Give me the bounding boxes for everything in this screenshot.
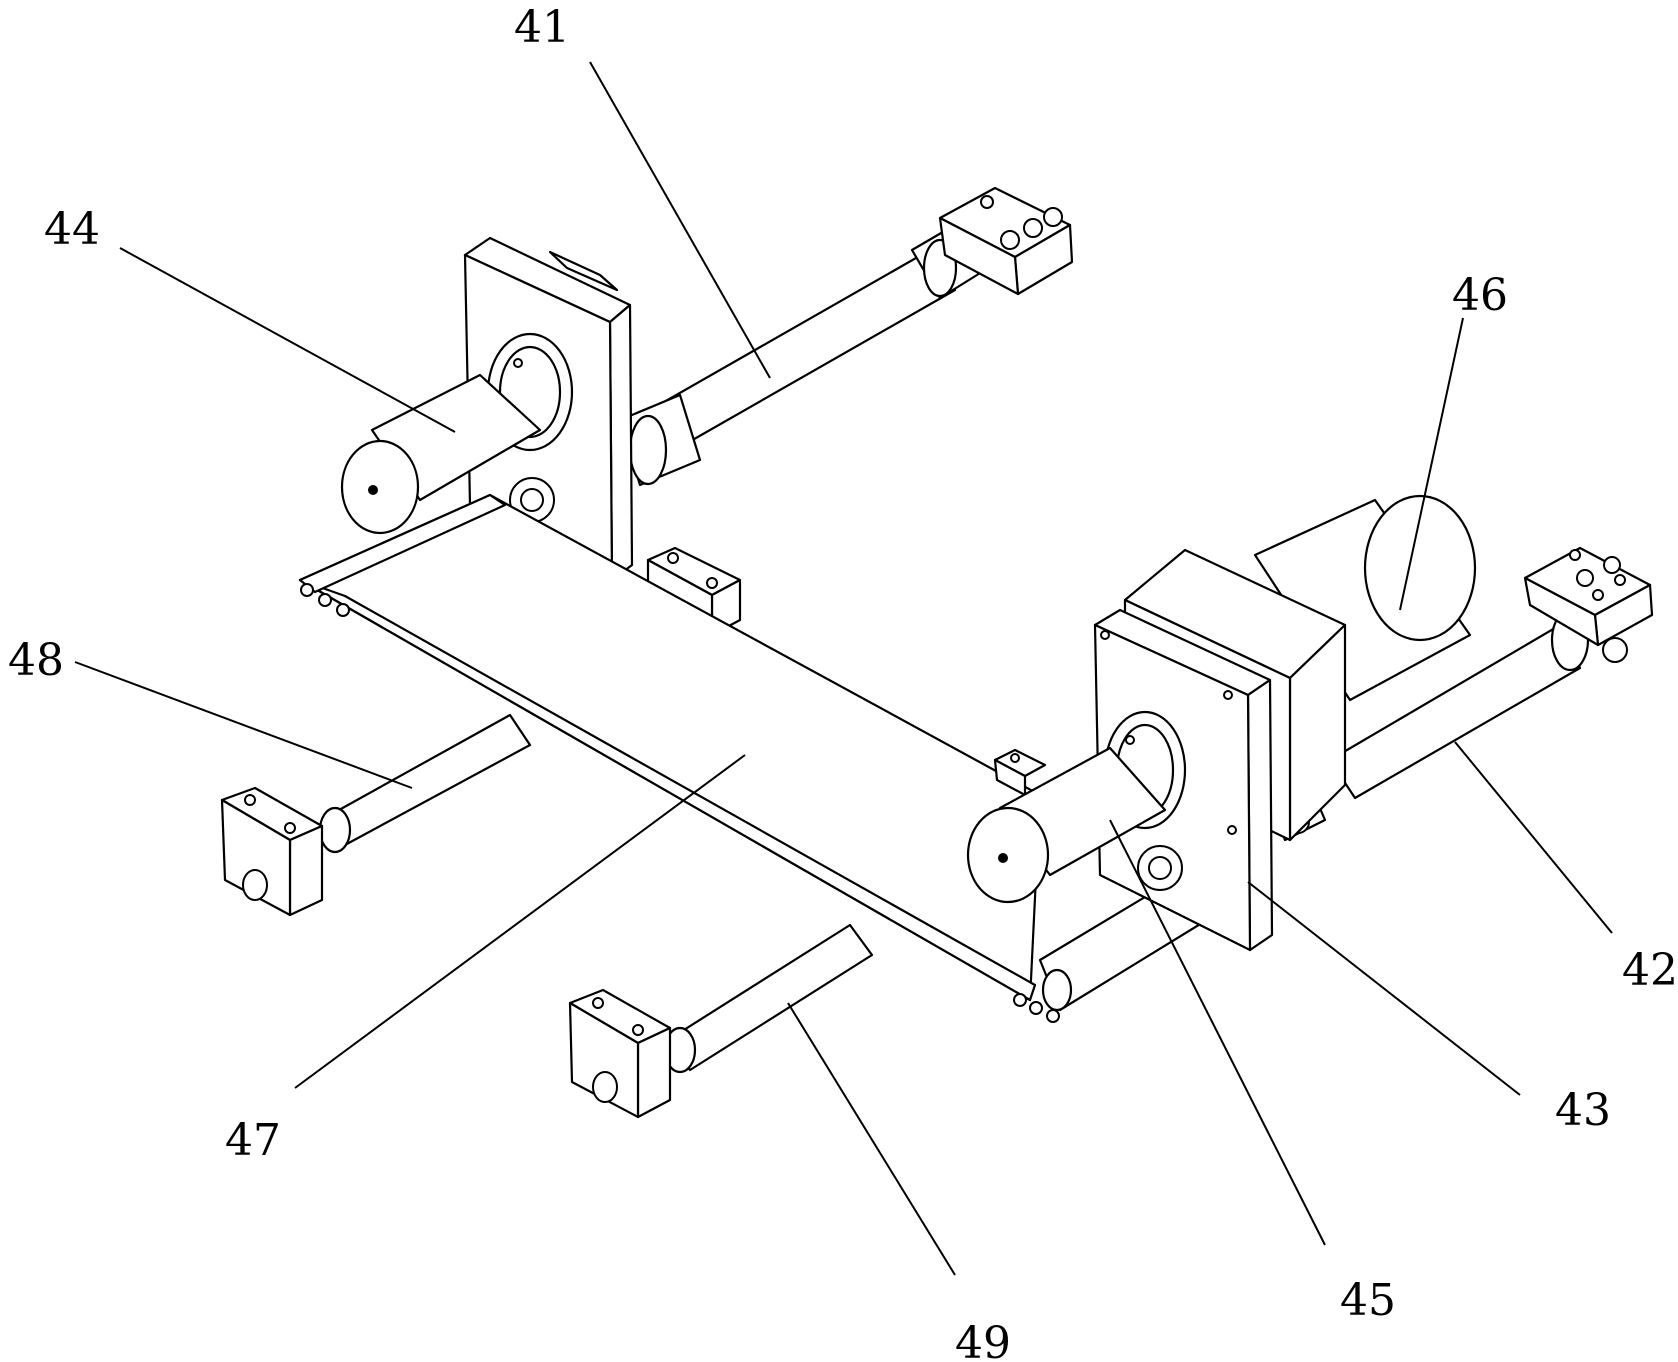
- label-43: 43: [1555, 1085, 1611, 1136]
- mount-block-48: [220, 786, 324, 917]
- rod-41: [618, 220, 987, 487]
- label-49: 49: [955, 1318, 1011, 1362]
- label-47: 47: [225, 1115, 281, 1166]
- label-46: 46: [1452, 270, 1508, 321]
- mount-block-41: [938, 186, 1074, 296]
- motor-cylinder-45: [966, 710, 1187, 904]
- mount-block-49: [568, 988, 672, 1119]
- leader-lines: [74, 61, 1613, 1276]
- label-48: 48: [8, 635, 64, 686]
- rod-48: [318, 713, 532, 854]
- label-41: 41: [514, 2, 570, 53]
- rod-49: [663, 923, 874, 1074]
- reference-labels: 41 44 46 48 42 43 47 45 49: [8, 2, 1678, 1362]
- mount-block-42: [1523, 546, 1654, 663]
- label-45: 45: [1340, 1275, 1396, 1326]
- label-42: 42: [1622, 945, 1678, 996]
- motor-cylinder-44: [340, 332, 574, 535]
- label-44: 44: [44, 204, 100, 255]
- motor-46: [1253, 494, 1477, 702]
- conveyor-belt-47: [298, 493, 1217, 1023]
